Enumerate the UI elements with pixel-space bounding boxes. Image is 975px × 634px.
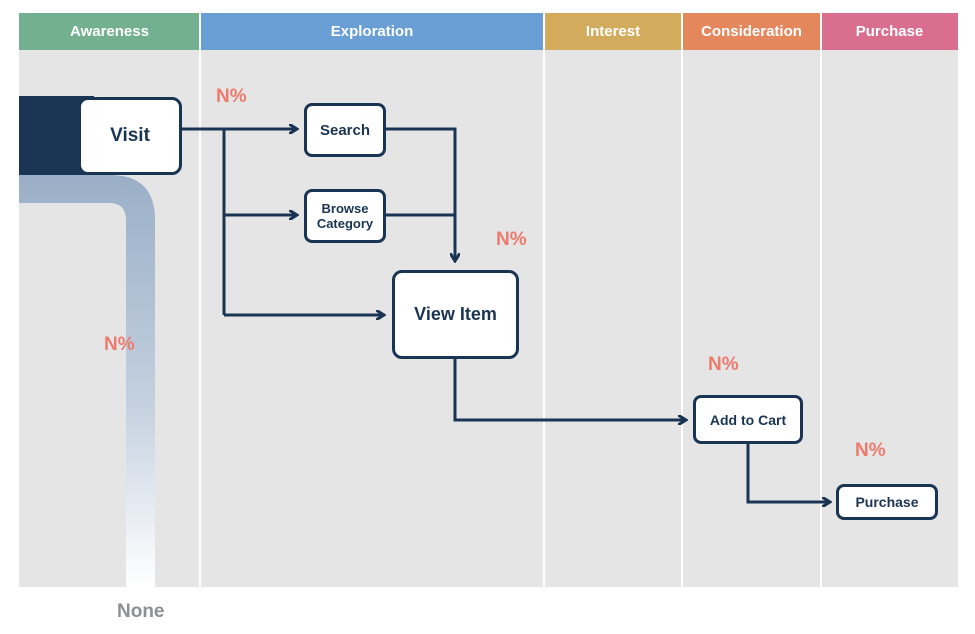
stage-header-interest: Interest xyxy=(544,13,682,50)
node-view-item: View Item xyxy=(392,270,519,359)
lane-consideration xyxy=(682,50,821,587)
dropoff-flow xyxy=(19,175,155,587)
stage-header-awareness: Awareness xyxy=(19,13,200,50)
node-search: Search xyxy=(304,103,386,157)
node-browse-label-line1: Browse xyxy=(321,201,369,216)
node-visit-label: Visit xyxy=(110,125,150,146)
stage-header-purchase: Purchase xyxy=(821,13,958,50)
node-purchase: Purchase xyxy=(836,484,938,520)
percent-add-to-cart-in: N% xyxy=(708,354,739,375)
lane-separator xyxy=(820,13,822,587)
lane-separator xyxy=(543,13,545,587)
percent-purchase-in: N% xyxy=(855,440,886,461)
node-visit: Visit xyxy=(78,97,182,175)
node-browse-category: Browse Category xyxy=(304,189,386,243)
lane-separator xyxy=(199,13,201,587)
node-add-to-cart: Add to Cart xyxy=(693,395,803,444)
node-add-to-cart-label: Add to Cart xyxy=(709,411,787,428)
stage-header-consideration: Consideration xyxy=(682,13,821,50)
node-search-label: Search xyxy=(319,121,371,139)
arrow-addtocart-purchase xyxy=(746,443,829,502)
node-browse-label-line2: Category xyxy=(316,216,374,231)
node-view-item-label: View Item xyxy=(414,304,497,324)
dropoff-label: None xyxy=(117,601,165,622)
stage-header-exploration: Exploration xyxy=(200,13,544,50)
arrow-viewitem-addtocart xyxy=(453,358,685,420)
percent-view-item-in: N% xyxy=(496,229,527,250)
arrow-search-viewitem xyxy=(385,127,455,260)
node-purchase-label: Purchase xyxy=(855,494,919,510)
lane-interest xyxy=(544,50,682,587)
lane-separator xyxy=(681,13,683,587)
percent-visit-out: N% xyxy=(216,86,247,107)
percent-dropoff: N% xyxy=(104,334,135,355)
